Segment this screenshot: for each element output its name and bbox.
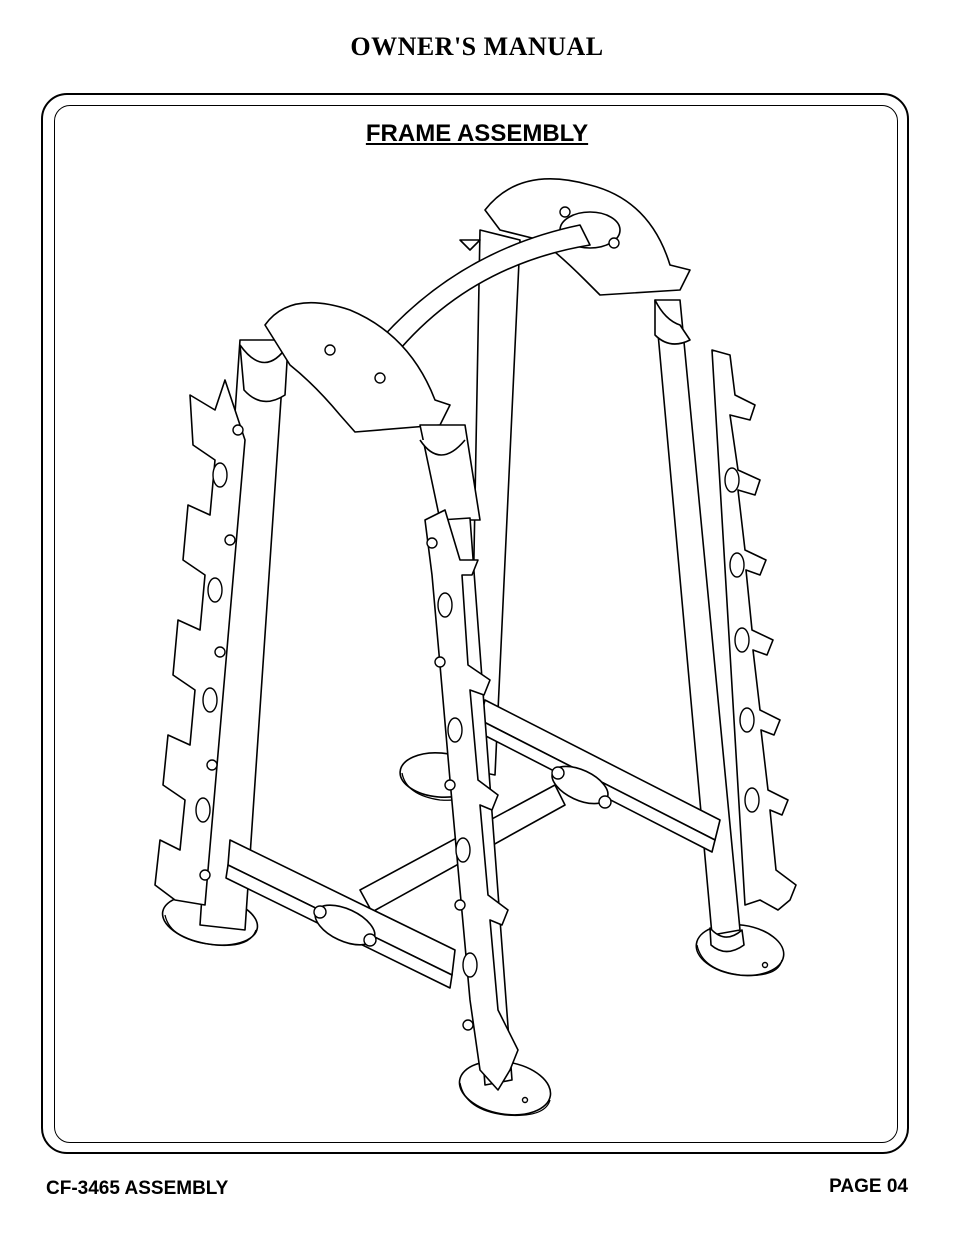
model-label: CF-3465 ASSEMBLY [46, 1178, 228, 1200]
page-number: PAGE 04 [829, 1176, 908, 1198]
upright-back-right [655, 300, 796, 952]
top-saddle-front [265, 303, 480, 520]
